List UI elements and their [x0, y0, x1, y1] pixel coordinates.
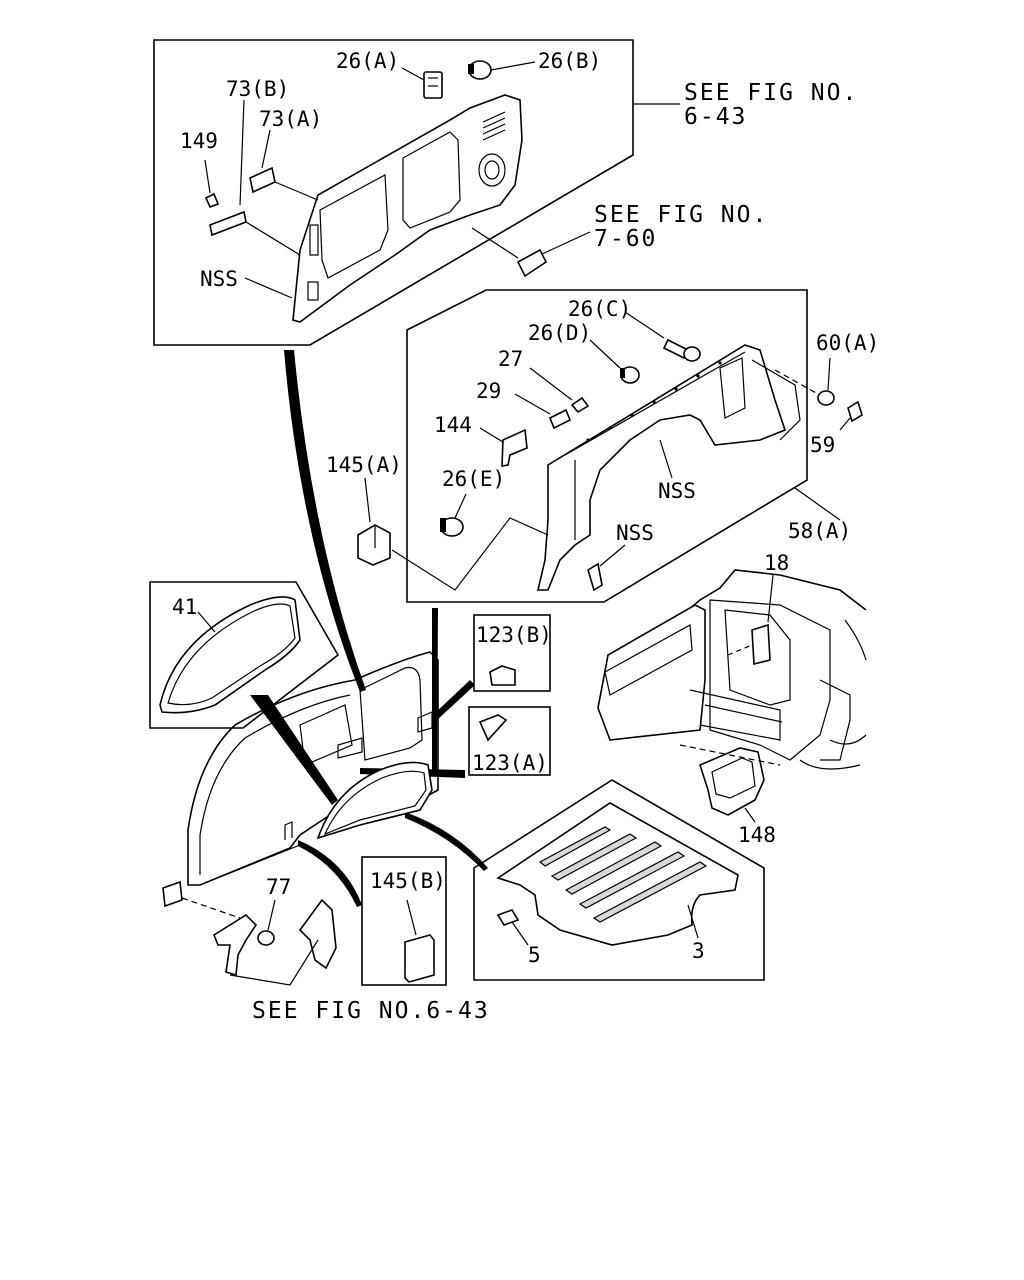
floor-mat [496, 802, 739, 946]
label-see-fig-760-line1: SEE FIG NO. [594, 202, 768, 228]
label-123b: 123(B) [476, 623, 552, 647]
label-nss-upper: NSS [200, 267, 238, 291]
clip-26d [589, 339, 640, 384]
label-26a: 26(A) [336, 49, 399, 73]
lower-trim-group [357, 289, 863, 603]
clip-27 [529, 367, 590, 414]
label-26d: 26(D) [528, 321, 591, 345]
label-148: 148 [738, 823, 776, 847]
bracket-73b [209, 99, 301, 256]
label-see-fig-760-line2: 7-60 [594, 226, 657, 252]
label-27: 27 [498, 347, 523, 371]
label-see-fig-643-top-line1: SEE FIG NO. [684, 80, 858, 106]
label-73b: 73(B) [226, 77, 289, 101]
vehicle-interior-left [162, 651, 439, 986]
label-see-fig-643-top-line2: 6-43 [684, 104, 747, 130]
floor-mat-group [473, 779, 765, 981]
label-5: 5 [528, 943, 541, 967]
vent-louvers [482, 111, 506, 141]
part-7-60 [471, 227, 591, 278]
label-nss-clip: NSS [616, 521, 654, 545]
panel-18 [751, 623, 771, 666]
lower-trim-frame [406, 289, 808, 603]
vehicle-rear-view [597, 569, 867, 823]
label-73a: 73(A) [259, 107, 322, 131]
bracket-144 [479, 427, 528, 467]
label-58a: 58(A) [788, 519, 851, 543]
label-59: 59 [810, 433, 835, 457]
label-77: 77 [266, 875, 291, 899]
mat-ribs [538, 826, 708, 923]
clip-59 [839, 400, 863, 431]
label-26c: 26(C) [568, 297, 631, 321]
label-123a: 123(A) [472, 751, 548, 775]
upper-trim-frame [153, 39, 634, 346]
label-see-fig-643-bottom: SEE FIG NO.6-43 [252, 998, 490, 1024]
screw-149 [204, 159, 220, 209]
label-149: 149 [180, 129, 218, 153]
bracket-77 [162, 880, 337, 986]
speaker-grille [478, 153, 506, 187]
label-144: 144 [434, 413, 472, 437]
label-3: 3 [692, 939, 705, 963]
label-18: 18 [764, 551, 789, 575]
callout-labels: 26(A) 26(B) 73(B) 73(A) 149 NSS SEE FIG … [172, 49, 879, 1024]
bracket-73a [249, 129, 319, 201]
clip-26b [468, 60, 536, 80]
label-145a: 145(A) [326, 453, 402, 477]
clip-29 [514, 393, 572, 430]
inset-123a [468, 706, 551, 776]
nss-clip [587, 544, 626, 592]
label-26e: 26(E) [442, 467, 505, 491]
clip-26a [401, 67, 443, 99]
label-41: 41 [172, 595, 197, 619]
bolt-60a [774, 357, 835, 406]
label-145b: 145(B) [370, 869, 446, 893]
panel-148 [699, 747, 765, 816]
label-60a: 60(A) [816, 331, 879, 355]
upper-quarter-trim-panel [292, 94, 523, 323]
pad-145a [357, 477, 549, 591]
clip-26e [440, 493, 467, 537]
upper-trim-group [153, 39, 680, 346]
inset-123b [473, 614, 551, 692]
clip-5 [496, 909, 520, 926]
label-nss-lower: NSS [658, 479, 696, 503]
inset-145b [361, 856, 447, 986]
inset-41 [149, 581, 340, 729]
rail-holes [586, 361, 722, 442]
bolt-26c [624, 311, 701, 362]
label-29: 29 [476, 379, 501, 403]
label-26b: 26(B) [538, 49, 601, 73]
